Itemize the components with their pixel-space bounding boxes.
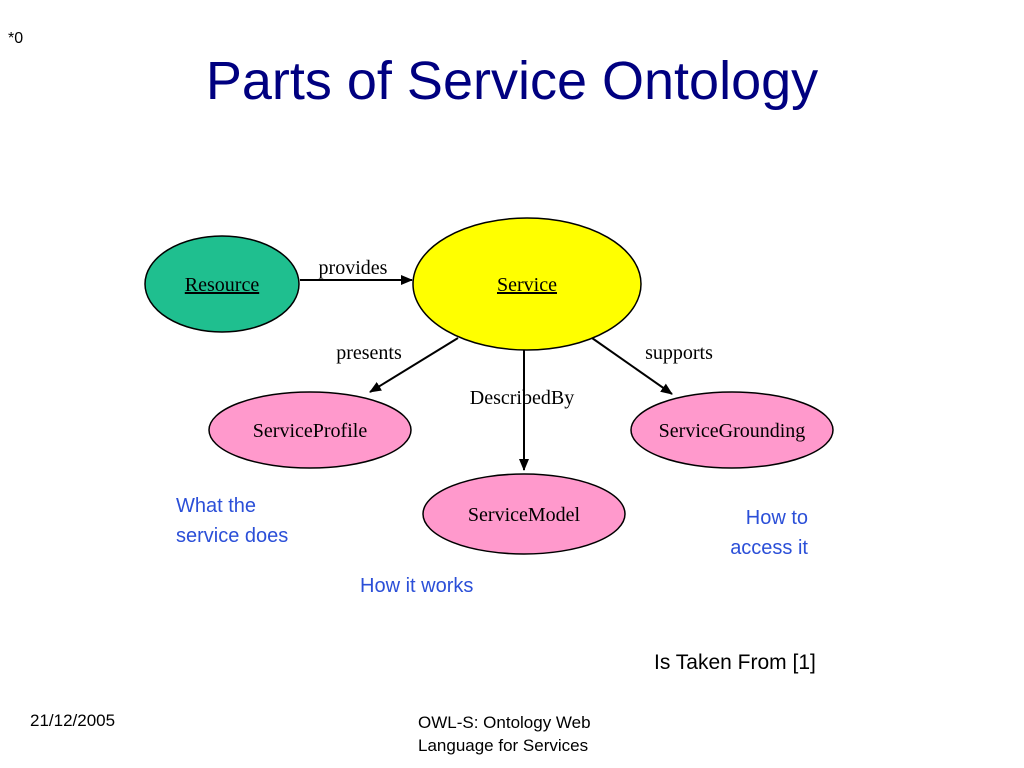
node-service: Service (412, 217, 642, 351)
node-servicegrounding: ServiceGrounding (630, 391, 834, 469)
edge-supports-line (591, 337, 673, 395)
edge-presents-label: presents (336, 342, 402, 364)
node-serviceprofile-label: ServiceProfile (253, 420, 368, 442)
edge-supports-label: supports (645, 342, 713, 364)
node-resource: Resource (144, 235, 300, 333)
note-model-line-1: How it works (360, 575, 473, 597)
edge-describedby-label: DescribedBy (470, 387, 574, 409)
note-grounding-line-2: access it (730, 537, 808, 559)
slide-number: *0 (8, 30, 24, 47)
footer-title: OWL-S: Ontology Web Language for Service… (418, 713, 591, 755)
node-servicemodel: ServiceModel (422, 473, 626, 555)
slide-title: Parts of Service Ontology (205, 51, 819, 111)
footer-date: 21/12/2005 (30, 711, 116, 730)
source-citation: Is Taken From [1] (654, 651, 816, 674)
edge-presents-line (369, 337, 459, 393)
edge-provides-label: provides (319, 257, 388, 279)
note-profile-line-2: service does (176, 525, 288, 547)
node-serviceprofile: ServiceProfile (208, 391, 412, 469)
node-resource-label: Resource (185, 274, 260, 296)
note-grounding-line-1: How to (746, 507, 808, 529)
note-profile-line-1: What the (176, 495, 256, 517)
node-servicemodel-label: ServiceModel (468, 504, 581, 526)
node-service-label: Service (497, 274, 557, 296)
node-servicegrounding-label: ServiceGrounding (659, 420, 806, 442)
